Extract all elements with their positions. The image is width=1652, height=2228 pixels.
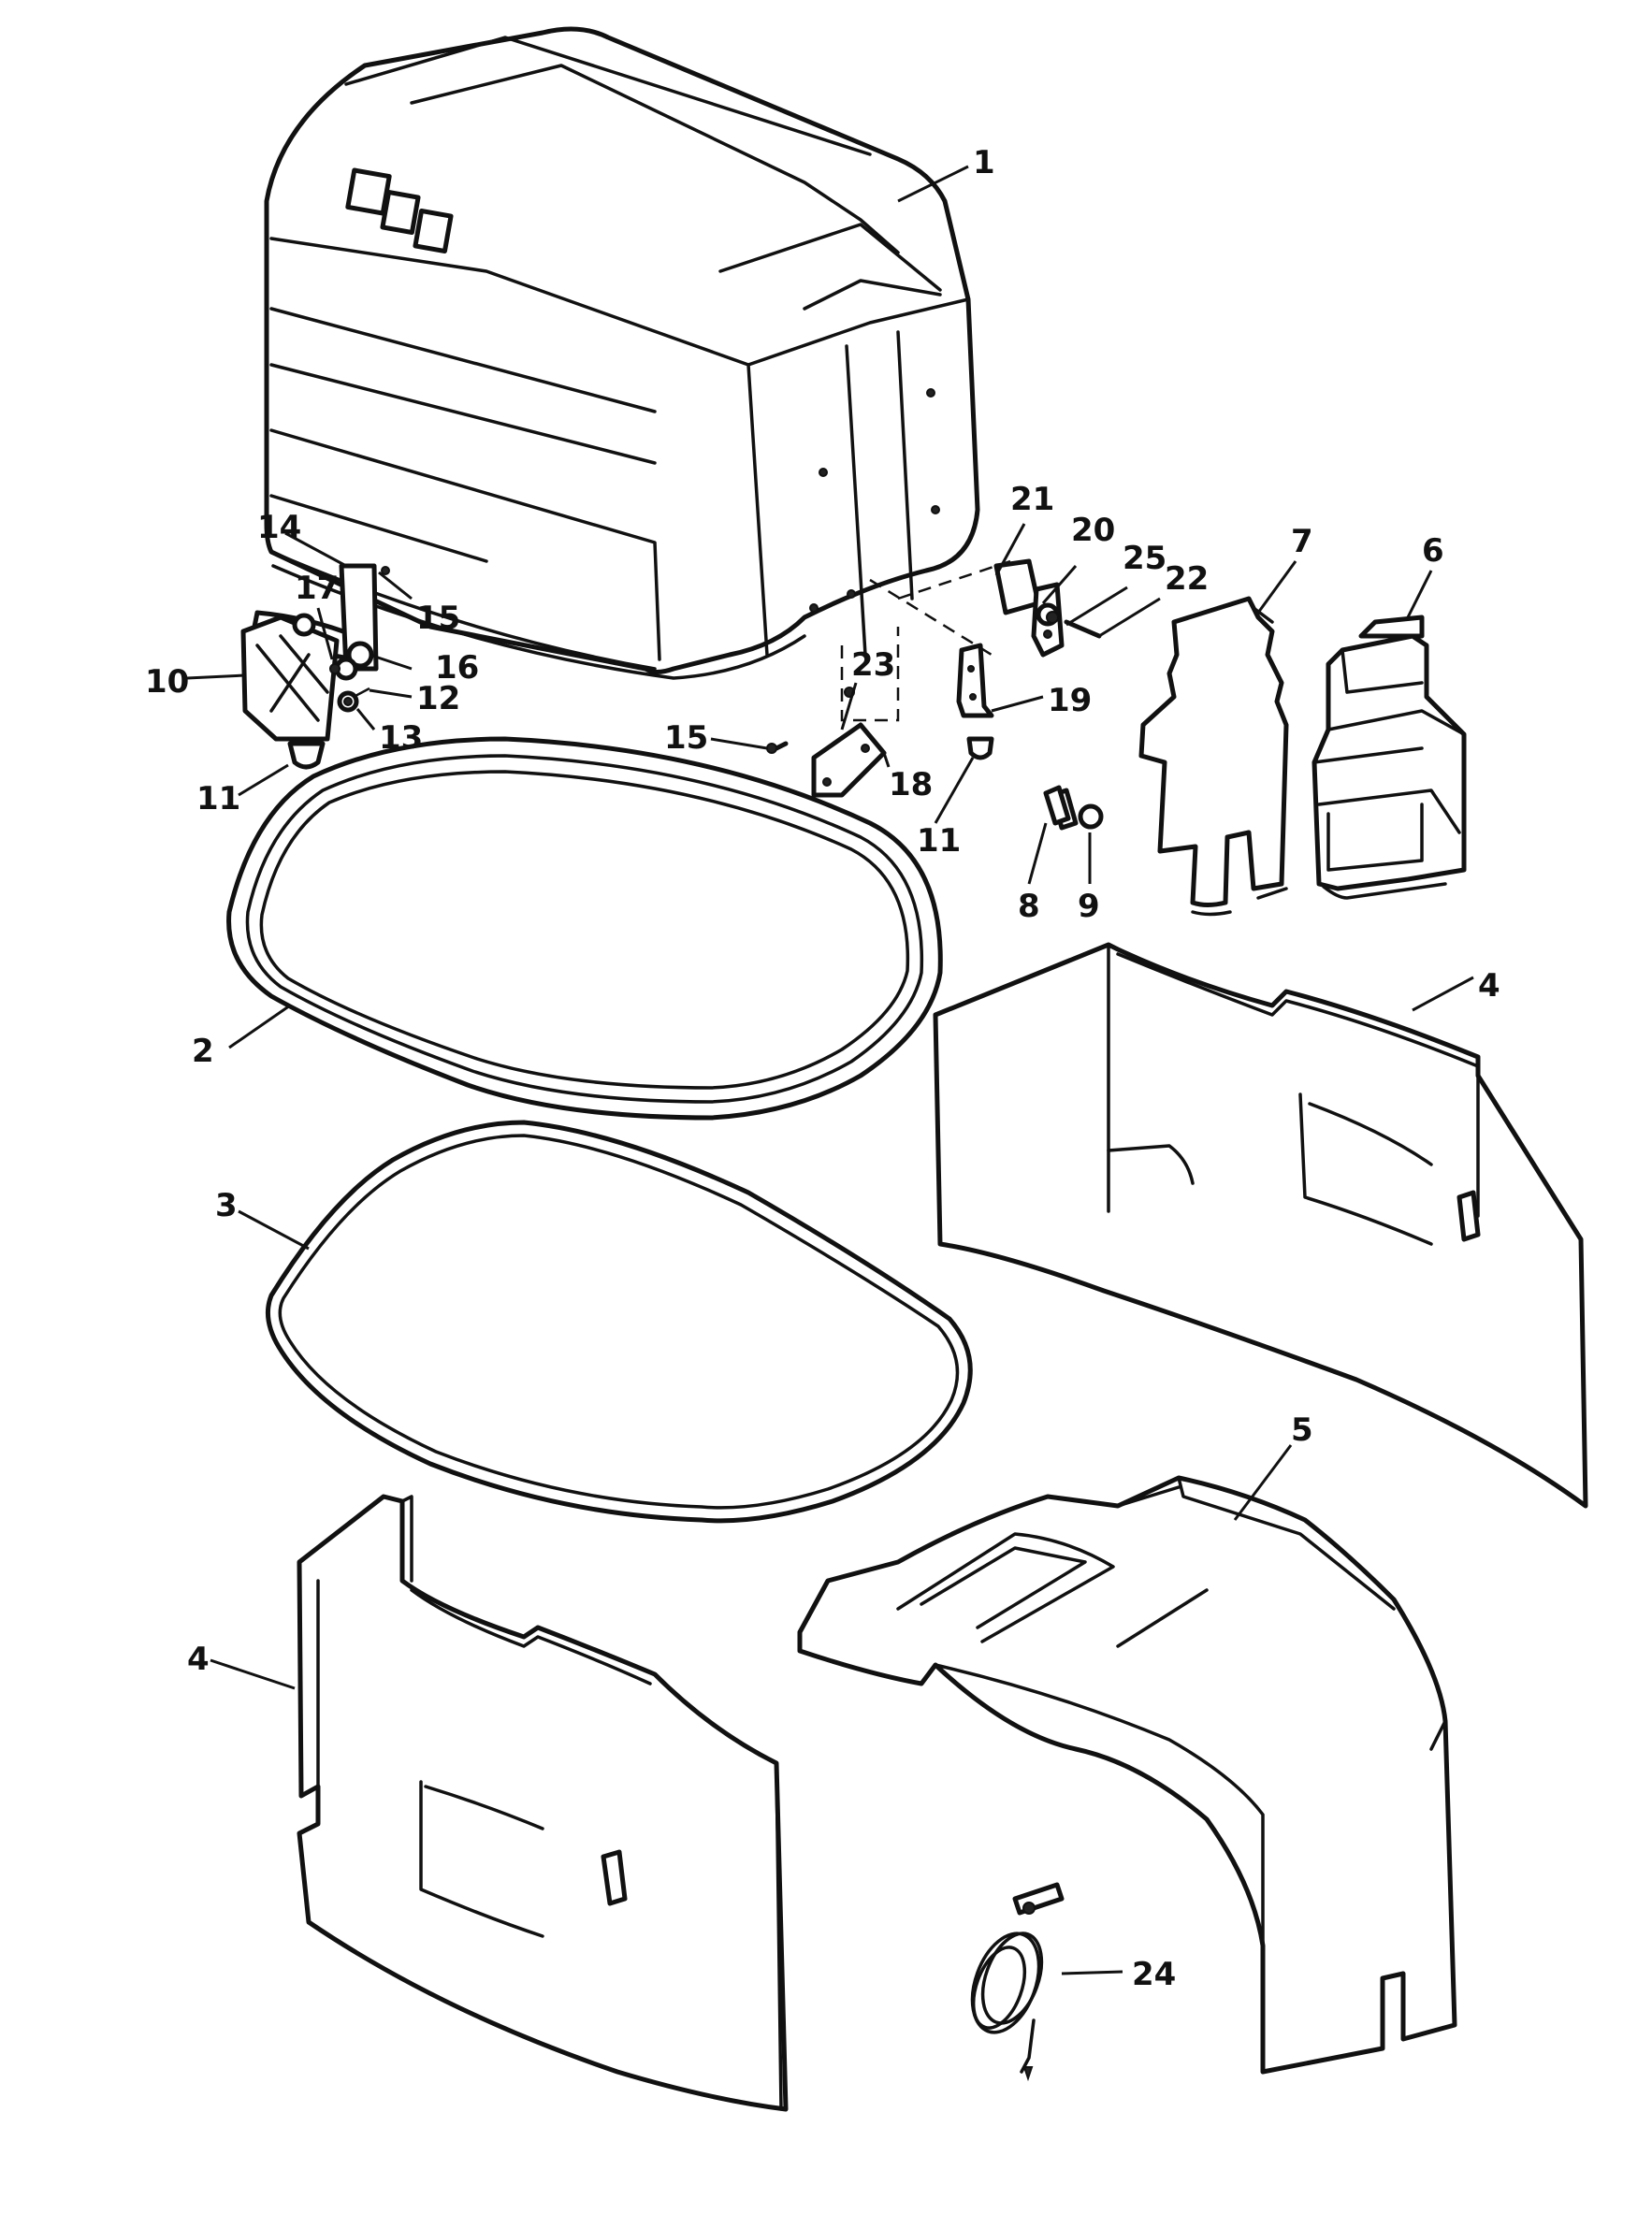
callout-25: 25: [1123, 540, 1167, 577]
callout-11-left: 11: [196, 780, 240, 817]
callout-20: 20: [1071, 512, 1115, 549]
acoustic-foam-7: [1138, 596, 1289, 917]
callout-labels: 1 2 3 4 4 5 6 7 8 9 10 11 11 12 13 14 15…: [145, 144, 1500, 1993]
callout-3: 3: [215, 1187, 238, 1224]
callout-21: 21: [1010, 481, 1054, 518]
air-intake-6: [1311, 615, 1467, 900]
callout-13: 13: [379, 719, 423, 757]
lanyard-24: [970, 1882, 1065, 2082]
callout-6: 6: [1422, 532, 1444, 570]
seal-2: [226, 736, 943, 1121]
callout-14: 14: [257, 509, 301, 546]
callout-16: 16: [435, 649, 479, 687]
callout-12: 12: [416, 680, 460, 717]
callout-17: 17: [295, 570, 339, 607]
screw-washer-8-9: [1043, 785, 1104, 830]
side-panel-4-lower: [297, 1494, 789, 2112]
leader-lines: [186, 165, 1474, 1975]
callout-9: 9: [1078, 888, 1100, 925]
callout-18: 18: [889, 766, 933, 803]
callout-24: 24: [1132, 1956, 1176, 1993]
callout-10: 10: [145, 663, 189, 701]
callout-7: 7: [1291, 523, 1313, 560]
latch-hardware-left: [240, 563, 390, 770]
callout-19: 19: [1048, 682, 1092, 719]
callout-4-upper: 4: [1478, 967, 1500, 1005]
callout-15-left: 15: [416, 600, 460, 637]
callout-1: 1: [973, 144, 995, 181]
callout-23: 23: [851, 646, 895, 684]
callout-22: 22: [1165, 560, 1209, 598]
callout-5: 5: [1291, 1411, 1313, 1449]
callout-8: 8: [1018, 888, 1040, 925]
callout-2: 2: [192, 1033, 214, 1070]
side-panel-4-upper: [933, 942, 1588, 1509]
callout-4-lower: 4: [187, 1641, 210, 1678]
top-cowl: [264, 26, 980, 680]
seal-3: [265, 1120, 973, 1524]
center-panel-5: [797, 1475, 1457, 2075]
callout-11-right: 11: [917, 822, 961, 860]
callout-15-right: 15: [664, 719, 708, 757]
